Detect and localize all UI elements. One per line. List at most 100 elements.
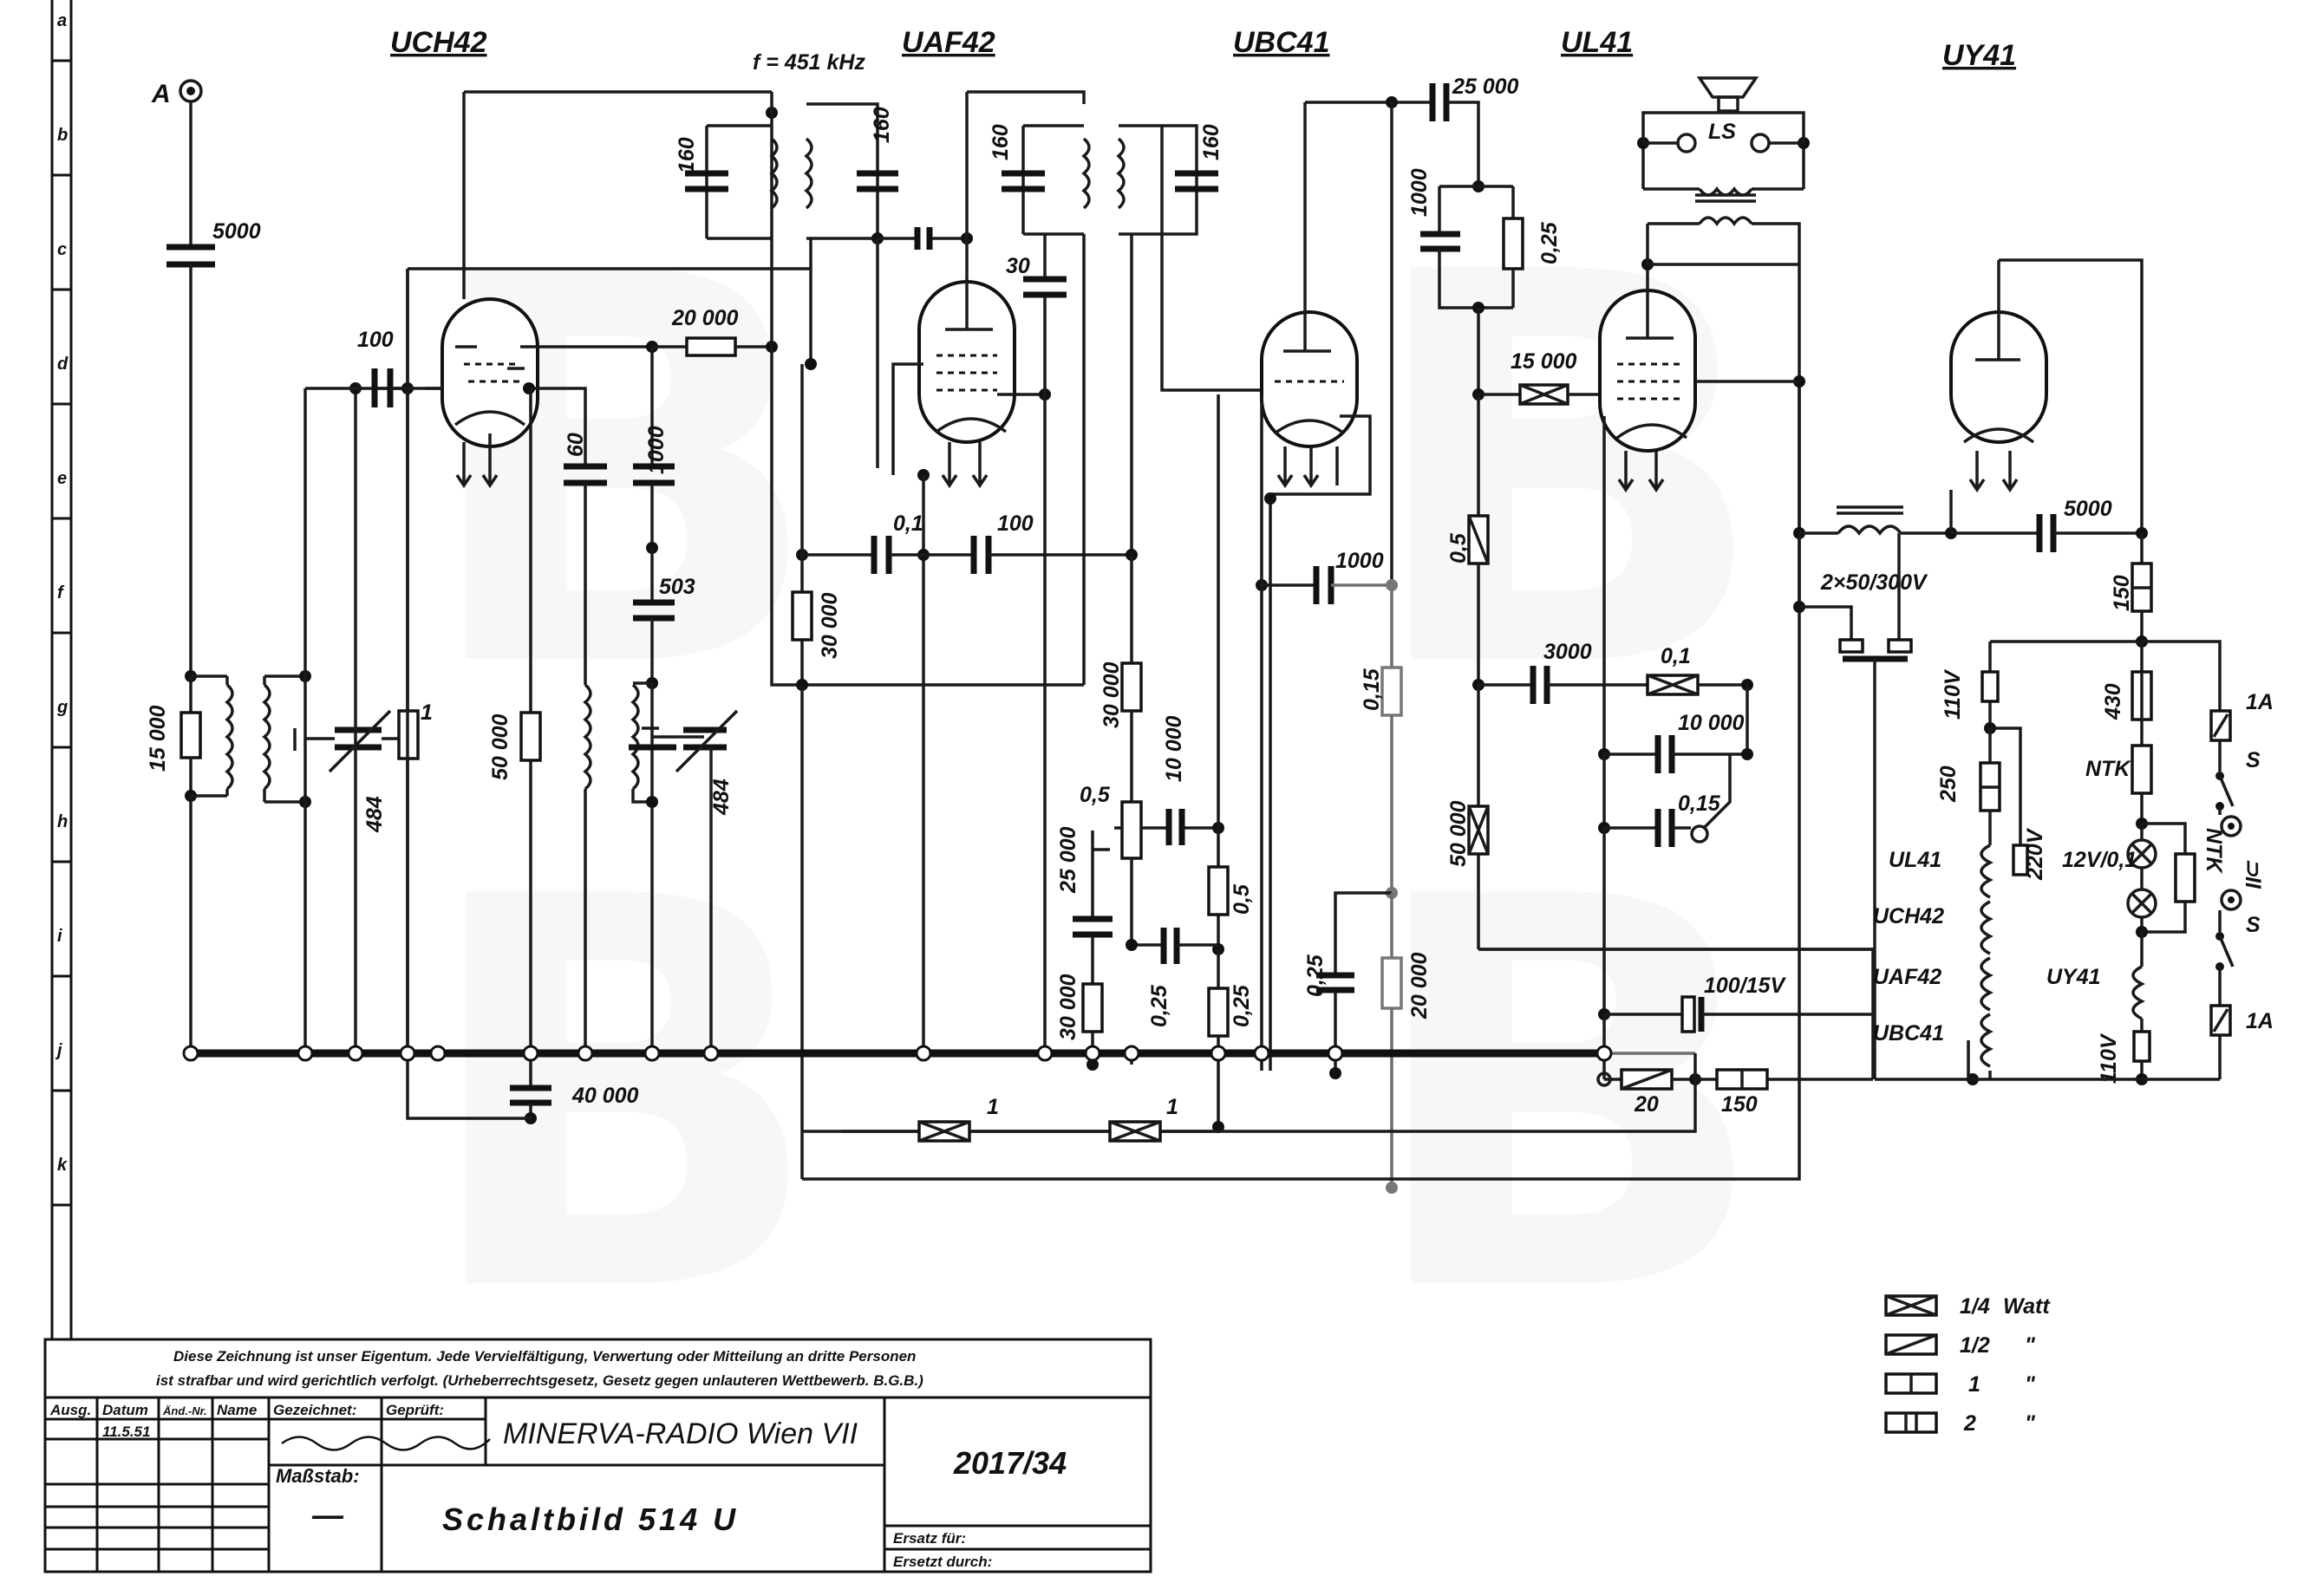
cap-0-1: 0,1 (893, 511, 923, 536)
cap-1000-ubc: 1000 (1335, 549, 1384, 573)
uy41-stage: 5000 150 2×50/300V 110V 250 220V (1695, 258, 2274, 1085)
row-letter-e: e (57, 469, 67, 488)
res-15000-ul: 15 000 (1511, 349, 1577, 374)
heater-ul41: UL41 (1889, 848, 1941, 872)
res-1-j1: 1 (987, 1095, 999, 1119)
resistor-wattage-legend: 1/4 Watt 1/2 " 1 " 2 " (1884, 1294, 2051, 1436)
row-letter-f: f (57, 583, 65, 603)
switch-110v-bot: 110V (2097, 1033, 2121, 1084)
col-gezeichnet: Gezeichnet: (273, 1402, 356, 1418)
svg-text:B: B (416, 785, 826, 1410)
ersetzt-durch: Ersetzt durch: (893, 1554, 992, 1570)
uaf42-stage: 160 160 30 (675, 90, 1262, 1179)
switch-110v-top: 110V (1941, 668, 1965, 720)
bus-junction (1210, 1045, 1227, 1062)
bus-junction (1327, 1045, 1344, 1062)
res-1-grid: 1 (421, 700, 433, 725)
cap-503: 503 (659, 575, 695, 599)
tube-label-uy41: UY41 (1942, 39, 2016, 72)
mains-plug-icon-1 (2220, 815, 2242, 837)
legend-value-3: 1 (1968, 1372, 1980, 1397)
heater-uy41: UY41 (2046, 965, 2101, 989)
cap-25000-v: 25 000 (1056, 826, 1080, 894)
cap-100-input: 100 (357, 328, 394, 352)
ntk-label-2: NTK (2202, 828, 2226, 874)
plug-label: ⊃II (2241, 858, 2265, 889)
res-30000-a: 30 000 (818, 592, 842, 659)
heater-uch42: UCH42 (1873, 904, 1944, 928)
pot-0-5: 0,5 (1080, 783, 1111, 807)
notice-line-1: Diese Zeichnung ist unser Eigentum. Jede… (173, 1348, 916, 1365)
uch42-stage: 20 000 1000 503 60 50 000 (406, 90, 812, 1124)
cap-2x50: 2×50/300V (1820, 570, 1928, 595)
tube-label-ubc41: UBC41 (1233, 26, 1329, 59)
drawing-number: 2017/34 (953, 1445, 1067, 1481)
cap-0-25-b: 0,25 (1303, 954, 1328, 997)
cap-25000-top: 25 000 (1452, 75, 1519, 99)
col-ausg: Ausg. (49, 1402, 91, 1418)
row-letter-j: j (55, 1041, 62, 1060)
title-block: Diese Zeichnung ist unser Eigentum. Jede… (43, 1338, 1152, 1573)
cap-160-3: 160 (989, 124, 1013, 160)
massstab-value: — (311, 1497, 344, 1533)
cap-160-1: 160 (675, 137, 699, 173)
cap-10000: 10 000 (1162, 715, 1186, 782)
svg-text:B: B (416, 161, 826, 786)
col-geprueft: Geprüft: (386, 1402, 444, 1418)
res-15000: 15 000 (146, 705, 170, 772)
bus-junction (399, 1045, 416, 1062)
ersatz-fuer: Ersatz für: (893, 1530, 966, 1547)
legend-value-4: 2 (1963, 1411, 1976, 1436)
cap-0-25-a: 0,25 (1147, 984, 1171, 1027)
notice-line-2: ist strafbar und wird gerichtlich verfol… (156, 1372, 923, 1389)
row-letter-g: g (56, 698, 68, 717)
legend-unit-4: " (2025, 1411, 2036, 1436)
cap-1000-top: 1000 (1407, 168, 1432, 217)
res-0-15: 0,15 (1360, 668, 1384, 711)
watermark: B B B B (416, 161, 1772, 1410)
res-0-1: 0,1 (1661, 644, 1691, 668)
tube-label-uaf42: UAF42 (902, 26, 995, 59)
bus-junction (1036, 1045, 1054, 1062)
col-name: Name (217, 1402, 257, 1418)
svg-text:B: B (1361, 785, 1772, 1410)
bus-junction (1084, 1045, 1101, 1062)
row-letter-c: c (57, 240, 67, 259)
cap-100-af: 100 (997, 511, 1034, 536)
tube-label-ul41: UL41 (1561, 26, 1633, 59)
bus-junction (915, 1045, 932, 1062)
bus-junction (297, 1045, 314, 1062)
drawing-title: Schaltbild 514 U (442, 1502, 739, 1537)
fuse-1a-bot: 1A (2246, 1009, 2274, 1033)
res-20000-osc: 20 000 (671, 306, 739, 330)
res-150-uy: 150 (2110, 575, 2134, 611)
cap-5000-antenna: 5000 (212, 219, 261, 244)
detector-stage: 30 000 0,5 25 000 30 000 10 000 0,5 0,25… (1056, 394, 1254, 1133)
res-50000-ul: 50 000 (1446, 800, 1471, 867)
uy41-tube-icon (1949, 310, 2048, 444)
cap-10000-ul: 10 000 (1678, 711, 1745, 735)
col-aend: Änd.-Nr. (162, 1404, 207, 1417)
cap-40000: 40 000 (571, 1084, 639, 1108)
heater-uaf42: UAF42 (1873, 965, 1941, 989)
speaker-label: LS (1708, 120, 1736, 144)
switch-s-bot: S (2246, 913, 2261, 937)
row-letter-k: k (57, 1156, 68, 1175)
fuse-1a-top: 1A (2246, 690, 2274, 714)
res-30000-b: 30 000 (1100, 661, 1124, 728)
legend-unit-1: Watt (2003, 1294, 2051, 1319)
antenna-label: A (151, 80, 171, 108)
res-30000-c: 30 000 (1056, 974, 1080, 1040)
col-datum: Datum (102, 1402, 148, 1418)
massstab-label: Maßstab: (276, 1465, 360, 1487)
res-0-25: 0,25 (1230, 984, 1254, 1027)
ul41-tube-icon (1598, 289, 1697, 453)
switch-220v: 220V (2023, 827, 2047, 881)
bus-junction (643, 1045, 661, 1062)
lamp-label: 12V/0,1 (2062, 848, 2137, 872)
row-letter-d: d (57, 355, 69, 374)
row-letter-b: b (57, 126, 68, 145)
filament-feed-line: 1 1 (841, 1095, 1218, 1143)
